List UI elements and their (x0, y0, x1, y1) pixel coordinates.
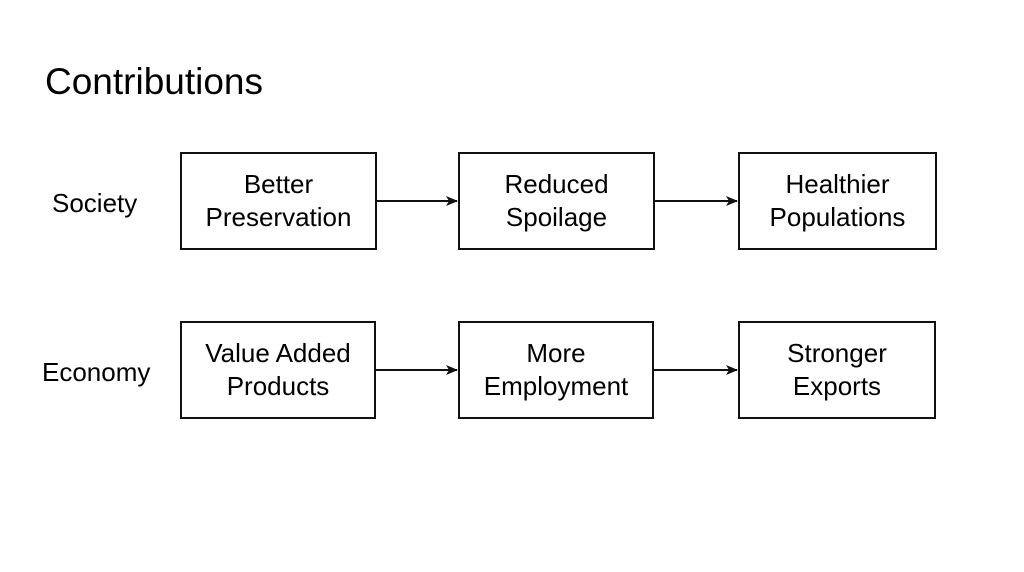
row-label-society: Society (52, 188, 138, 218)
page-title: Contributions (45, 61, 264, 102)
box-label: Stronger Exports (787, 338, 887, 401)
box-label: Better Preservation (205, 169, 352, 232)
row-label-economy: Economy (42, 357, 151, 387)
box-label: Healthier Populations (769, 169, 906, 232)
box-better-preservation: Better Preservation (180, 152, 377, 250)
box-stronger-exports: Stronger Exports (738, 321, 936, 419)
box-value-added-products: Value Added Products (180, 321, 376, 419)
box-healthier-populations: Healthier Populations (738, 152, 937, 250)
box-reduced-spoilage: Reduced Spoilage (458, 152, 655, 250)
box-more-employment: More Employment (458, 321, 654, 419)
box-label: Reduced Spoilage (504, 169, 609, 232)
box-label: More Employment (483, 338, 629, 401)
box-label: Value Added Products (205, 338, 351, 401)
